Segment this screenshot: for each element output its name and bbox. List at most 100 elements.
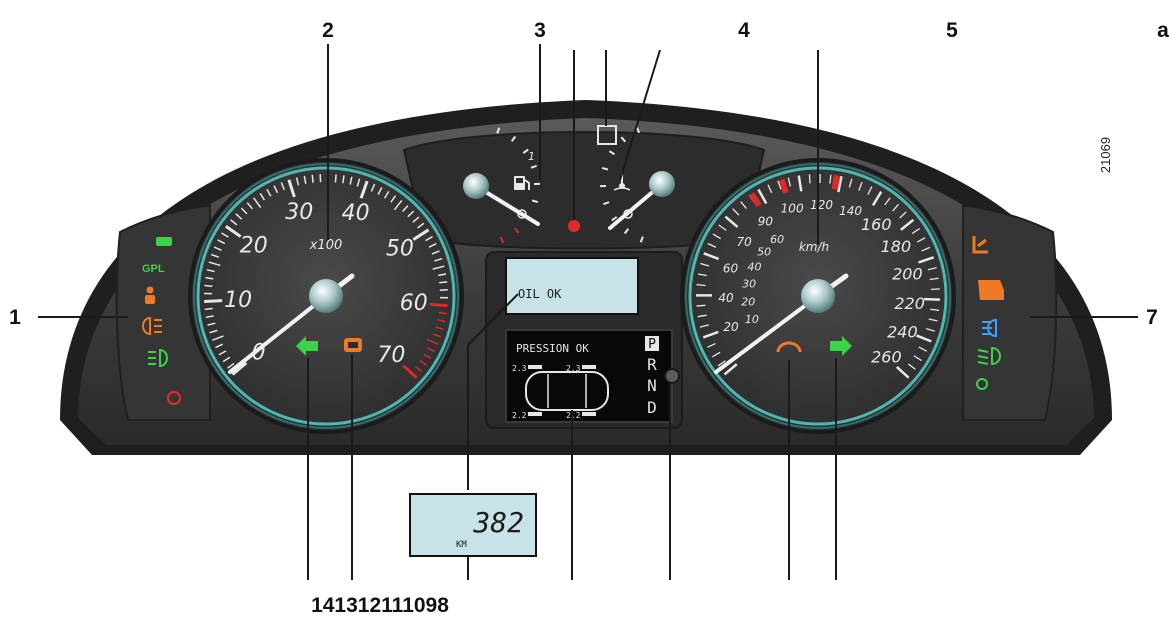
speed-tick — [700, 262, 710, 267]
speed-scale-label: 140 — [839, 204, 862, 218]
tach-tick — [349, 176, 353, 185]
fuel-tick — [513, 227, 520, 234]
gear-p-box — [645, 336, 659, 351]
speed-scale-label: 70 — [736, 235, 752, 249]
tach-scale-label: 30 — [285, 200, 313, 225]
speed-tick — [707, 342, 716, 348]
temp-tick — [601, 166, 609, 171]
tach-scale-label: 60 — [400, 291, 428, 316]
speed-scale-label: 120 — [810, 198, 833, 212]
callout-bottom-row: 141312111098 — [311, 594, 449, 617]
speed-limit-marker — [748, 192, 762, 208]
tach-tick — [235, 213, 243, 220]
dipped-beam-icon — [977, 346, 1001, 366]
tach-tick — [204, 299, 223, 303]
speed-scale-label: 60 — [723, 262, 739, 276]
tach-tick — [402, 364, 418, 379]
speed-tick — [787, 177, 792, 187]
temp-tick — [623, 228, 630, 235]
tach-tick — [438, 311, 447, 315]
speed-tick — [712, 233, 722, 240]
fuel-tick — [499, 236, 505, 244]
speed-scale-label: 260 — [871, 348, 902, 367]
tachometer-ticks — [204, 174, 448, 379]
tach-tick — [311, 174, 314, 183]
tach-tick — [437, 273, 447, 277]
tachometer-unit-label: x100 — [309, 238, 343, 253]
speed-inner-label: 30 — [742, 277, 756, 290]
tach-tick — [423, 353, 432, 360]
tyre-message: PRESSION OK — [516, 342, 589, 355]
speed-scale-label: 220 — [894, 294, 925, 313]
tach-tick — [435, 326, 444, 330]
speed-tick — [717, 360, 726, 367]
tachometer-hub — [309, 279, 343, 313]
speed-tick — [895, 365, 910, 379]
speed-scale-label: 20 — [723, 320, 739, 334]
tach-tick — [208, 261, 221, 267]
fuel-tick — [510, 135, 517, 142]
speed-tick — [723, 363, 738, 376]
tach-tick — [359, 180, 369, 199]
tach-tick — [217, 239, 226, 245]
car-top-view-icon — [525, 371, 609, 411]
tachometer-needle — [228, 294, 328, 374]
callout-1: 1 — [9, 306, 21, 329]
tach-tick — [212, 335, 224, 341]
fuel-gauge: 1 — [463, 127, 540, 244]
speedometer-unit-label: km/h — [799, 240, 829, 254]
speed-tick — [732, 208, 740, 216]
callout-3: 3 — [534, 19, 546, 42]
speed-scale-label: 180 — [881, 237, 912, 256]
speed-tick — [884, 197, 891, 206]
temp-tick — [620, 136, 627, 143]
speed-tick — [777, 180, 782, 190]
gear-letter-d: D — [647, 398, 657, 417]
gear-letter-r: R — [647, 355, 657, 374]
tach-tick — [390, 195, 397, 203]
speed-tick — [867, 186, 873, 195]
tach-tick — [221, 232, 229, 238]
tyre-bars — [528, 365, 596, 416]
main-beam-icon — [982, 318, 997, 338]
tyre-value-front-left: 2.3 — [512, 364, 527, 373]
tach-tick — [429, 302, 448, 308]
tach-tick — [225, 225, 242, 238]
tach-scale-label: 10 — [224, 288, 252, 313]
speed-tick — [921, 246, 931, 252]
speed-inner-label: 40 — [748, 260, 762, 273]
tach-tick — [287, 179, 296, 198]
tach-tick — [432, 265, 445, 270]
speed-tick — [696, 283, 706, 287]
tach-tick — [252, 197, 262, 208]
speed-tick — [711, 351, 721, 358]
temp-tick — [611, 216, 618, 222]
speed-tick — [837, 176, 843, 193]
callout-2: 2 — [322, 19, 334, 42]
tach-tick — [240, 207, 248, 215]
tach-scale-label: 20 — [240, 234, 268, 259]
cruise-control-icon — [776, 341, 802, 353]
speedometer-hub — [801, 279, 835, 313]
tach-tick — [407, 210, 415, 218]
speed-inner-label: 50 — [757, 245, 771, 258]
tach-tick — [295, 177, 300, 186]
tach-tick — [206, 269, 215, 273]
tach-tick — [209, 329, 218, 334]
speed-tick — [858, 181, 863, 191]
speed-tick — [899, 211, 907, 219]
speed-tick — [927, 267, 937, 271]
speed-tick — [767, 184, 773, 194]
speed-tick — [911, 227, 921, 235]
speed-tick — [829, 174, 832, 184]
speed-tick — [808, 174, 811, 184]
speed-scale-label: 40 — [718, 291, 734, 305]
brake-icon — [167, 391, 181, 405]
tach-tick — [342, 175, 345, 184]
odometer-value: 382 — [472, 506, 524, 539]
speed-scale-label: 100 — [781, 202, 804, 216]
temp-tick — [603, 201, 610, 206]
